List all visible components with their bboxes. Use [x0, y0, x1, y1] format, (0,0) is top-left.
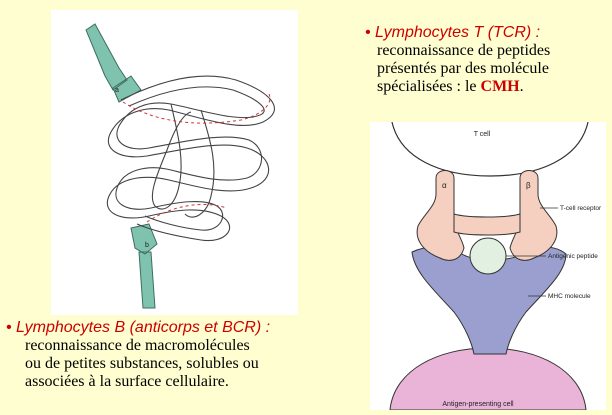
- peptide-label: Antigenic peptide: [548, 253, 598, 260]
- protein-strand-outer: [107, 76, 274, 240]
- antibody-antigen-figure: a b: [51, 10, 298, 315]
- mhc-label: MHC molecule: [548, 293, 591, 300]
- cmh-suffix: .: [520, 78, 524, 95]
- b-cell-line-2: ou de petites substances, solubles ou: [6, 355, 270, 373]
- epitope-dashed-a: [123, 94, 270, 123]
- beta-label: β: [526, 181, 531, 190]
- b-cell-heading: • Lymphocytes B (anticorps et BCR) :: [6, 318, 270, 337]
- b-cell-text-block: • Lymphocytes B (anticorps et BCR) : rec…: [6, 318, 270, 391]
- antibody-a: [86, 24, 141, 102]
- t-cell-line-3-text: spécialisées : le: [377, 78, 481, 95]
- t-cell-line-3: spécialisées : le CMH.: [365, 78, 550, 96]
- antibody-antigen-diagram: a b: [51, 10, 298, 315]
- b-cell-line-1: reconnaissance de macromolécules: [6, 337, 270, 355]
- protein-strand-inner: [116, 87, 264, 230]
- protein-loop: [152, 104, 191, 209]
- t-cell-text-block: • Lymphocytes T (TCR) : reconnaissance d…: [365, 23, 550, 96]
- alpha-label: α: [442, 181, 447, 190]
- apc-label: Antigen-presenting cell: [442, 401, 514, 408]
- protein-loop-2: [185, 110, 214, 217]
- t-cell-line-1: reconnaissance de peptides: [365, 42, 550, 60]
- t-cell-label: T cell: [474, 131, 491, 138]
- label-b: b: [145, 242, 149, 249]
- antibody-b: [131, 224, 157, 308]
- receptor-label: T-cell receptor: [560, 205, 602, 212]
- antigenic-peptide: [470, 238, 506, 274]
- tcr-mhc-diagram: T cell Antigen-presenting cell MHC molec…: [370, 122, 606, 410]
- b-cell-line-3: associées à la surface cellulaire.: [6, 373, 270, 391]
- t-cell-line-2: présentés par des molécule: [365, 60, 550, 78]
- t-cell-heading: • Lymphocytes T (TCR) :: [365, 23, 550, 42]
- cmh-term: CMH: [481, 78, 520, 95]
- tcr-mhc-figure: T cell Antigen-presenting cell MHC molec…: [370, 122, 606, 410]
- tcr-bridge: [454, 214, 520, 235]
- label-a: a: [115, 87, 119, 94]
